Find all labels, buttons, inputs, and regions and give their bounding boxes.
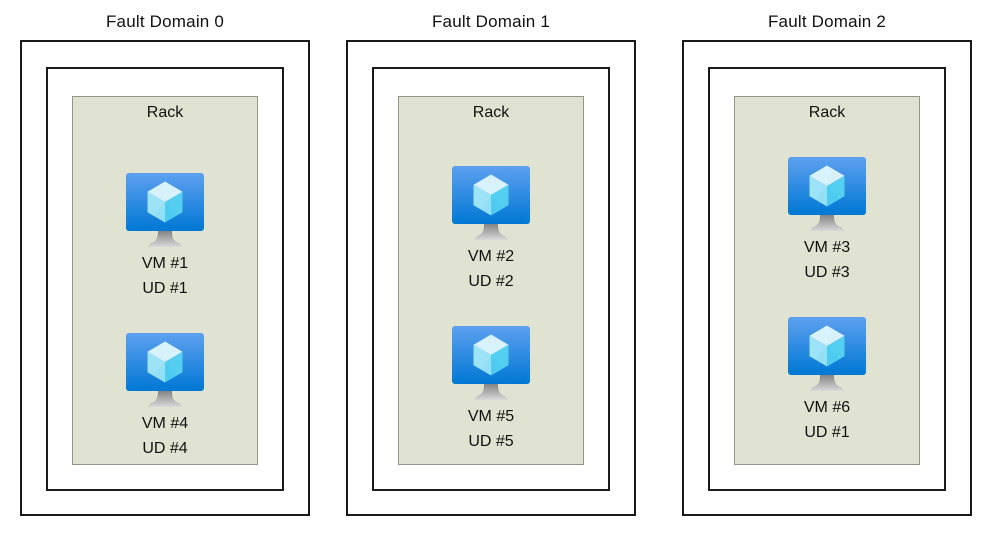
vm-name-label: VM #1: [141, 255, 189, 272]
fault-domain-0-inner-box: Rack VM #1 UD #1 VM #4 UD #4: [46, 67, 284, 491]
fault-domain-1: Fault Domain 1 Rack VM #2 UD #2 VM #5: [346, 10, 636, 516]
update-domain-label: UD #5: [468, 433, 514, 450]
rack-label: Rack: [808, 104, 846, 121]
virtual-machine-icon: [126, 173, 204, 249]
rack-label: Rack: [472, 104, 510, 121]
update-domain-label: UD #2: [468, 273, 514, 290]
virtual-machine-icon: [788, 157, 866, 233]
vm-block: VM #4 UD #4: [73, 333, 257, 461]
vm-block: VM #6 UD #1: [735, 317, 919, 445]
vm-name-label: VM #3: [803, 239, 851, 256]
vm-name-label: VM #2: [467, 248, 515, 265]
fault-domain-2-rack: Rack VM #3 UD #3 VM #6 UD #1: [734, 96, 920, 465]
rack-label: Rack: [146, 104, 184, 121]
fault-domain-1-rack: Rack VM #2 UD #2 VM #5 UD #5: [398, 96, 584, 465]
fault-domain-0-title: Fault Domain 0: [105, 12, 225, 31]
fault-domain-0-outer-box: Rack VM #1 UD #1 VM #4 UD #4: [20, 40, 310, 516]
fault-domain-2-title: Fault Domain 2: [767, 12, 887, 31]
vm-block: VM #3 UD #3: [735, 157, 919, 285]
vm-stack: VM #1 UD #1 VM #4 UD #4: [73, 173, 257, 461]
vm-stack: VM #2 UD #2 VM #5 UD #5: [399, 166, 583, 454]
vm-block: VM #1 UD #1: [73, 173, 257, 301]
update-domain-label: UD #1: [804, 424, 850, 441]
vm-name-label: VM #6: [803, 399, 851, 416]
virtual-machine-icon: [126, 333, 204, 409]
fault-domain-2-outer-box: Rack VM #3 UD #3 VM #6 UD #1: [682, 40, 972, 516]
vm-name-label: VM #4: [141, 415, 189, 432]
update-domain-label: UD #1: [142, 280, 188, 297]
vm-name-label: VM #5: [467, 408, 515, 425]
update-domain-label: UD #4: [142, 440, 188, 457]
fault-domain-0-rack: Rack VM #1 UD #1 VM #4 UD #4: [72, 96, 258, 465]
virtual-machine-icon: [788, 317, 866, 393]
fault-domain-2: Fault Domain 2 Rack VM #3 UD #3 VM #6: [682, 10, 972, 516]
fault-domain-1-title: Fault Domain 1: [431, 12, 551, 31]
vm-stack: VM #3 UD #3 VM #6 UD #1: [735, 157, 919, 445]
update-domain-label: UD #3: [804, 264, 850, 281]
fault-domain-1-outer-box: Rack VM #2 UD #2 VM #5 UD #5: [346, 40, 636, 516]
vm-block: VM #2 UD #2: [399, 166, 583, 294]
virtual-machine-icon: [452, 166, 530, 242]
fault-domain-1-inner-box: Rack VM #2 UD #2 VM #5 UD #5: [372, 67, 610, 491]
fault-domain-0: Fault Domain 0 Rack VM #1 UD #1 VM #4: [20, 10, 310, 516]
virtual-machine-icon: [452, 326, 530, 402]
vm-block: VM #5 UD #5: [399, 326, 583, 454]
fault-domain-2-inner-box: Rack VM #3 UD #3 VM #6 UD #1: [708, 67, 946, 491]
